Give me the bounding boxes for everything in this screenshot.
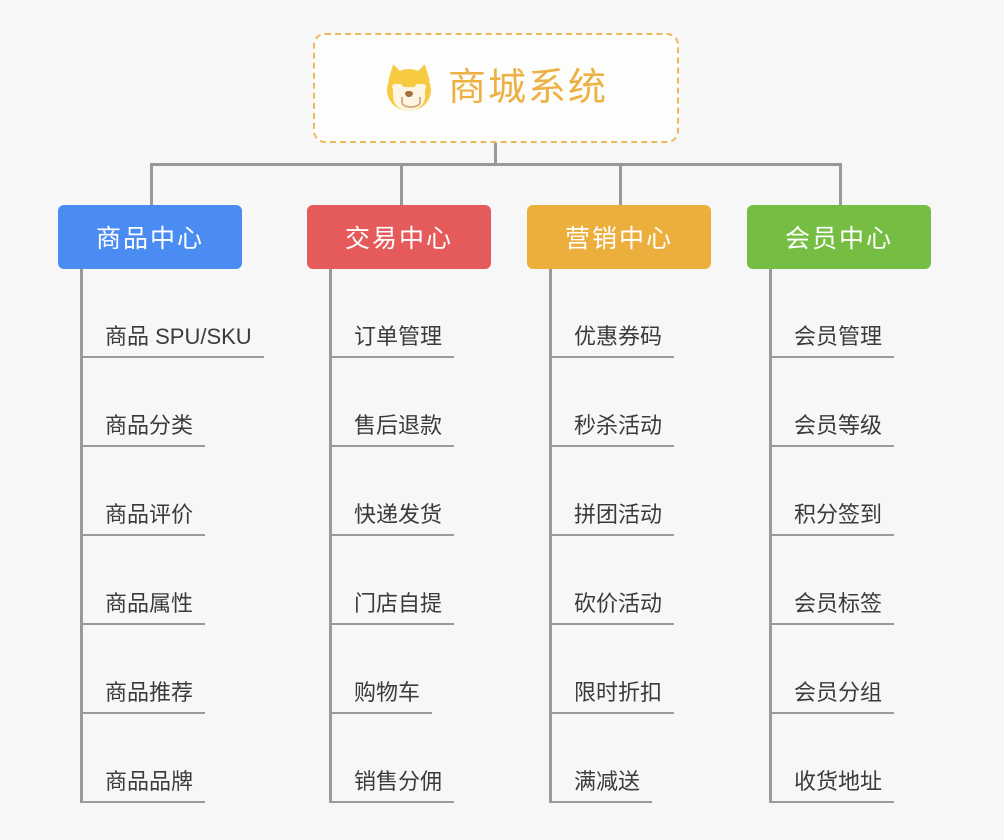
leaf-item-label: 拼团活动	[552, 502, 675, 536]
leaf-item-label: 商品属性	[83, 591, 206, 625]
category-header-member-center[interactable]: 会员中心	[747, 205, 931, 269]
connector-drop-trade-center	[400, 163, 403, 205]
leaf-item-label: 商品推荐	[83, 680, 206, 714]
leaf-item[interactable]: 会员分组	[772, 625, 931, 714]
leaf-stack-product-center: 商品 SPU/SKU 商品分类商品评价商品属性商品推荐商品品牌	[80, 269, 264, 803]
category-header-trade-center[interactable]: 交易中心	[307, 205, 491, 269]
leaf-item[interactable]: 秒杀活动	[552, 358, 711, 447]
leaf-item[interactable]: 砍价活动	[552, 536, 711, 625]
leaf-item-label: 积分签到	[772, 502, 895, 536]
leaf-item[interactable]: 收货地址	[772, 714, 931, 803]
leaf-item-label: 秒杀活动	[552, 413, 675, 447]
leaf-item[interactable]: 商品 SPU/SKU	[83, 269, 264, 358]
leaf-item[interactable]: 限时折扣	[552, 625, 711, 714]
leaf-item-label: 砍价活动	[552, 591, 675, 625]
root-node[interactable]: 商城系统	[313, 33, 679, 143]
leaf-item[interactable]: 积分签到	[772, 447, 931, 536]
leaf-item[interactable]: 门店自提	[332, 536, 491, 625]
leaf-item[interactable]: 售后退款	[332, 358, 491, 447]
leaf-item-label: 门店自提	[332, 591, 455, 625]
leaf-stack-member-center: 会员管理会员等级积分签到会员标签会员分组收货地址	[769, 269, 931, 803]
leaf-item-label: 会员管理	[772, 324, 895, 358]
leaf-item-label: 购物车	[332, 680, 433, 714]
leaf-item-label: 商品分类	[83, 413, 206, 447]
leaf-item-label: 售后退款	[332, 413, 455, 447]
leaf-item-label: 会员等级	[772, 413, 895, 447]
leaf-item[interactable]: 商品属性	[83, 536, 264, 625]
connector-drop-product-center	[150, 163, 153, 205]
leaf-item[interactable]: 会员等级	[772, 358, 931, 447]
leaf-stack-trade-center: 订单管理售后退款快递发货门店自提购物车销售分佣	[329, 269, 491, 803]
leaf-item-label: 优惠券码	[552, 324, 675, 358]
leaf-item-label: 销售分佣	[332, 769, 455, 803]
column-member-center: 会员中心会员管理会员等级积分签到会员标签会员分组收货地址	[747, 205, 931, 803]
leaf-item[interactable]: 商品品牌	[83, 714, 264, 803]
leaf-item[interactable]: 销售分佣	[332, 714, 491, 803]
shiba-eye-right-icon	[414, 84, 426, 90]
leaf-item[interactable]: 快递发货	[332, 447, 491, 536]
leaf-item-label: 商品评价	[83, 502, 206, 536]
leaf-item[interactable]: 满减送	[552, 714, 711, 803]
column-marketing-center: 营销中心优惠券码秒杀活动拼团活动砍价活动限时折扣满减送	[527, 205, 711, 803]
leaf-item[interactable]: 购物车	[332, 625, 491, 714]
leaf-item-label: 会员分组	[772, 680, 895, 714]
leaf-item[interactable]: 商品评价	[83, 447, 264, 536]
column-product-center: 商品中心商品 SPU/SKU 商品分类商品评价商品属性商品推荐商品品牌	[58, 205, 264, 803]
leaf-item[interactable]: 优惠券码	[552, 269, 711, 358]
leaf-item-label: 会员标签	[772, 591, 895, 625]
leaf-item-label: 商品 SPU/SKU	[83, 324, 264, 358]
leaf-item-label: 订单管理	[332, 324, 455, 358]
shiba-mouth-icon	[400, 97, 421, 108]
leaf-item-label: 限时折扣	[552, 680, 675, 714]
leaf-stack-marketing-center: 优惠券码秒杀活动拼团活动砍价活动限时折扣满减送	[549, 269, 711, 803]
shiba-dog-icon	[384, 62, 434, 113]
category-header-marketing-center[interactable]: 营销中心	[527, 205, 711, 269]
leaf-item[interactable]: 拼团活动	[552, 447, 711, 536]
leaf-item[interactable]: 订单管理	[332, 269, 491, 358]
leaf-item[interactable]: 会员标签	[772, 536, 931, 625]
leaf-item[interactable]: 会员管理	[772, 269, 931, 358]
leaf-item-label: 收货地址	[772, 769, 895, 803]
shiba-eye-left-icon	[391, 84, 403, 90]
root-title: 商城系统	[447, 67, 608, 109]
connector-horizontal-bar	[150, 163, 841, 166]
category-header-product-center[interactable]: 商品中心	[58, 205, 242, 269]
shiba-nose-icon	[404, 91, 413, 97]
leaf-item[interactable]: 商品分类	[83, 358, 264, 447]
connector-drop-member-center	[839, 163, 842, 205]
leaf-item-label: 快递发货	[332, 502, 455, 536]
leaf-item[interactable]: 商品推荐	[83, 625, 264, 714]
leaf-item-label: 满减送	[552, 769, 653, 803]
column-trade-center: 交易中心订单管理售后退款快递发货门店自提购物车销售分佣	[307, 205, 491, 803]
connector-drop-marketing-center	[619, 163, 622, 205]
connector-root-stem	[494, 143, 497, 165]
leaf-item-label: 商品品牌	[83, 769, 206, 803]
